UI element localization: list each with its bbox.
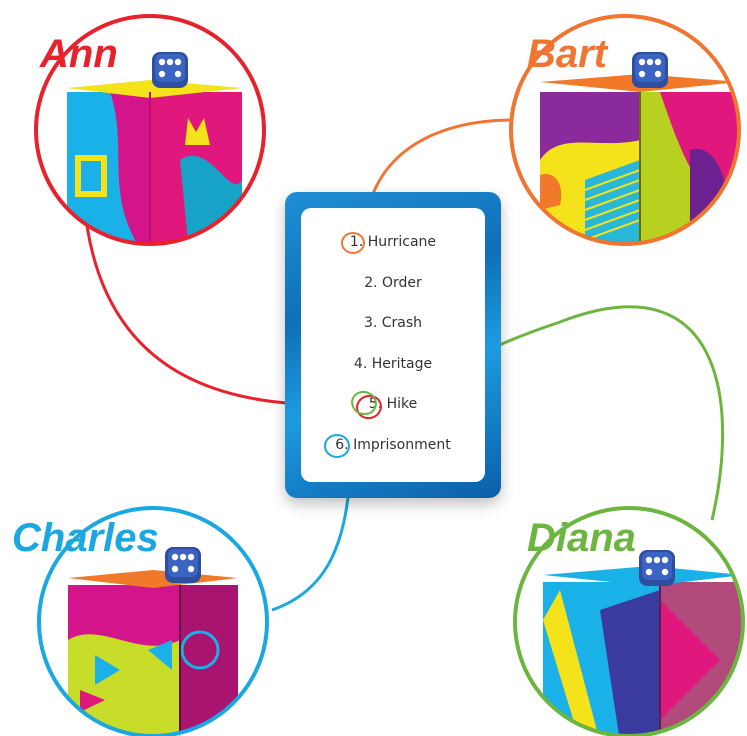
player-name-diana: Diana — [527, 516, 636, 560]
charles-cube-illustration — [37, 506, 269, 736]
word-item-2: 2. Order — [364, 275, 422, 291]
word-item-4: 4. Heritage — [353, 356, 433, 372]
word-item-1: 1. Hurricane — [349, 234, 437, 250]
charles-arrow — [271, 476, 355, 612]
player-name-charles: Charles — [12, 516, 159, 560]
bart-die-icon — [632, 52, 668, 88]
charles-die-icon — [165, 547, 201, 583]
player-name-ann: Ann — [40, 32, 118, 76]
word-item-6: 6. Imprisonment — [335, 437, 451, 453]
word-item-3: 3. Crash — [363, 315, 423, 331]
player-name-bart: Bart — [527, 32, 608, 76]
ann-die-icon — [152, 52, 188, 88]
word-card: 1. Hurricane 2. Order 3. Crash 4. Herita… — [285, 192, 501, 498]
bart-cube-illustration — [509, 14, 741, 246]
diana-die-icon — [639, 550, 675, 586]
word-item-5: 5. Hike — [368, 396, 418, 412]
word-card-face: 1. Hurricane 2. Order 3. Crash 4. Herita… — [301, 208, 485, 482]
